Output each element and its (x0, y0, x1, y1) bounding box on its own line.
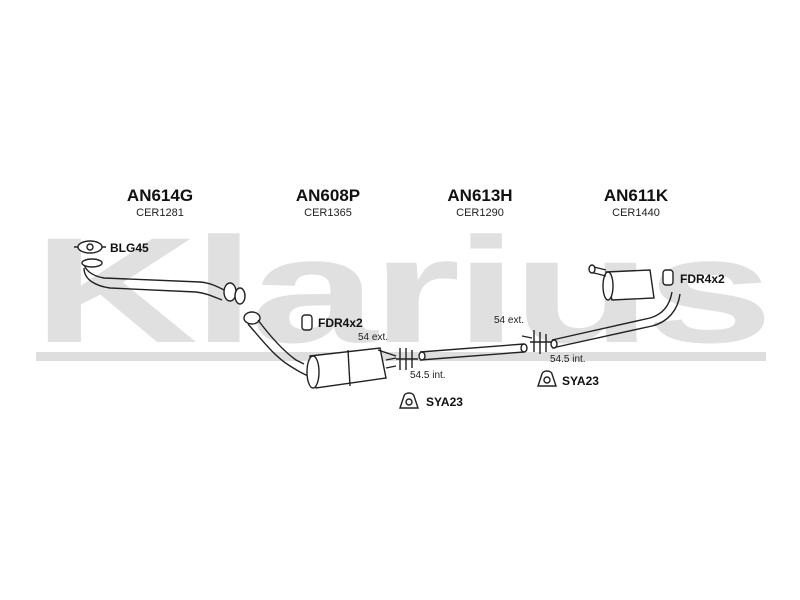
part-ref-2: CER1365 (304, 207, 352, 219)
dimension-ext-2: 54 ext. (494, 315, 525, 326)
hanger-icon-2 (537, 370, 557, 387)
gasket-icon (74, 240, 106, 254)
clamp-icon-front (301, 314, 313, 331)
joint-1 (377, 348, 418, 370)
dimension-int-1: 54.5 int. (410, 370, 446, 381)
front-pipe-AN614G (81, 258, 246, 305)
joint-2 (521, 330, 552, 354)
intermediate-pipe-AN613H (418, 343, 528, 361)
part-ref-4: CER1440 (612, 207, 660, 219)
part-ref-1: CER1281 (136, 207, 184, 219)
clamp-label-rear: FDR4x2 (680, 272, 725, 286)
rear-silencer-AN611K (550, 264, 681, 349)
gasket-label: BLG45 (110, 241, 149, 255)
dimension-int-2: 54.5 int. (550, 354, 586, 365)
catalyst-section-AN608P (243, 311, 397, 389)
hanger-label-1: SYA23 (426, 395, 463, 409)
part-ref-3: CER1290 (456, 207, 504, 219)
hanger-icon-1 (399, 392, 419, 409)
clamp-icon-rear (662, 269, 674, 286)
part-code-4: AN611K (603, 186, 669, 205)
clamp-label-front: FDR4x2 (318, 316, 363, 330)
dimension-ext-1: 54 ext. (358, 332, 389, 343)
part-code-2: AN608P (295, 186, 361, 205)
part-code-3: AN613H (447, 186, 513, 205)
hanger-label-2: SYA23 (562, 374, 599, 388)
part-code-1: AN614G (126, 186, 194, 205)
